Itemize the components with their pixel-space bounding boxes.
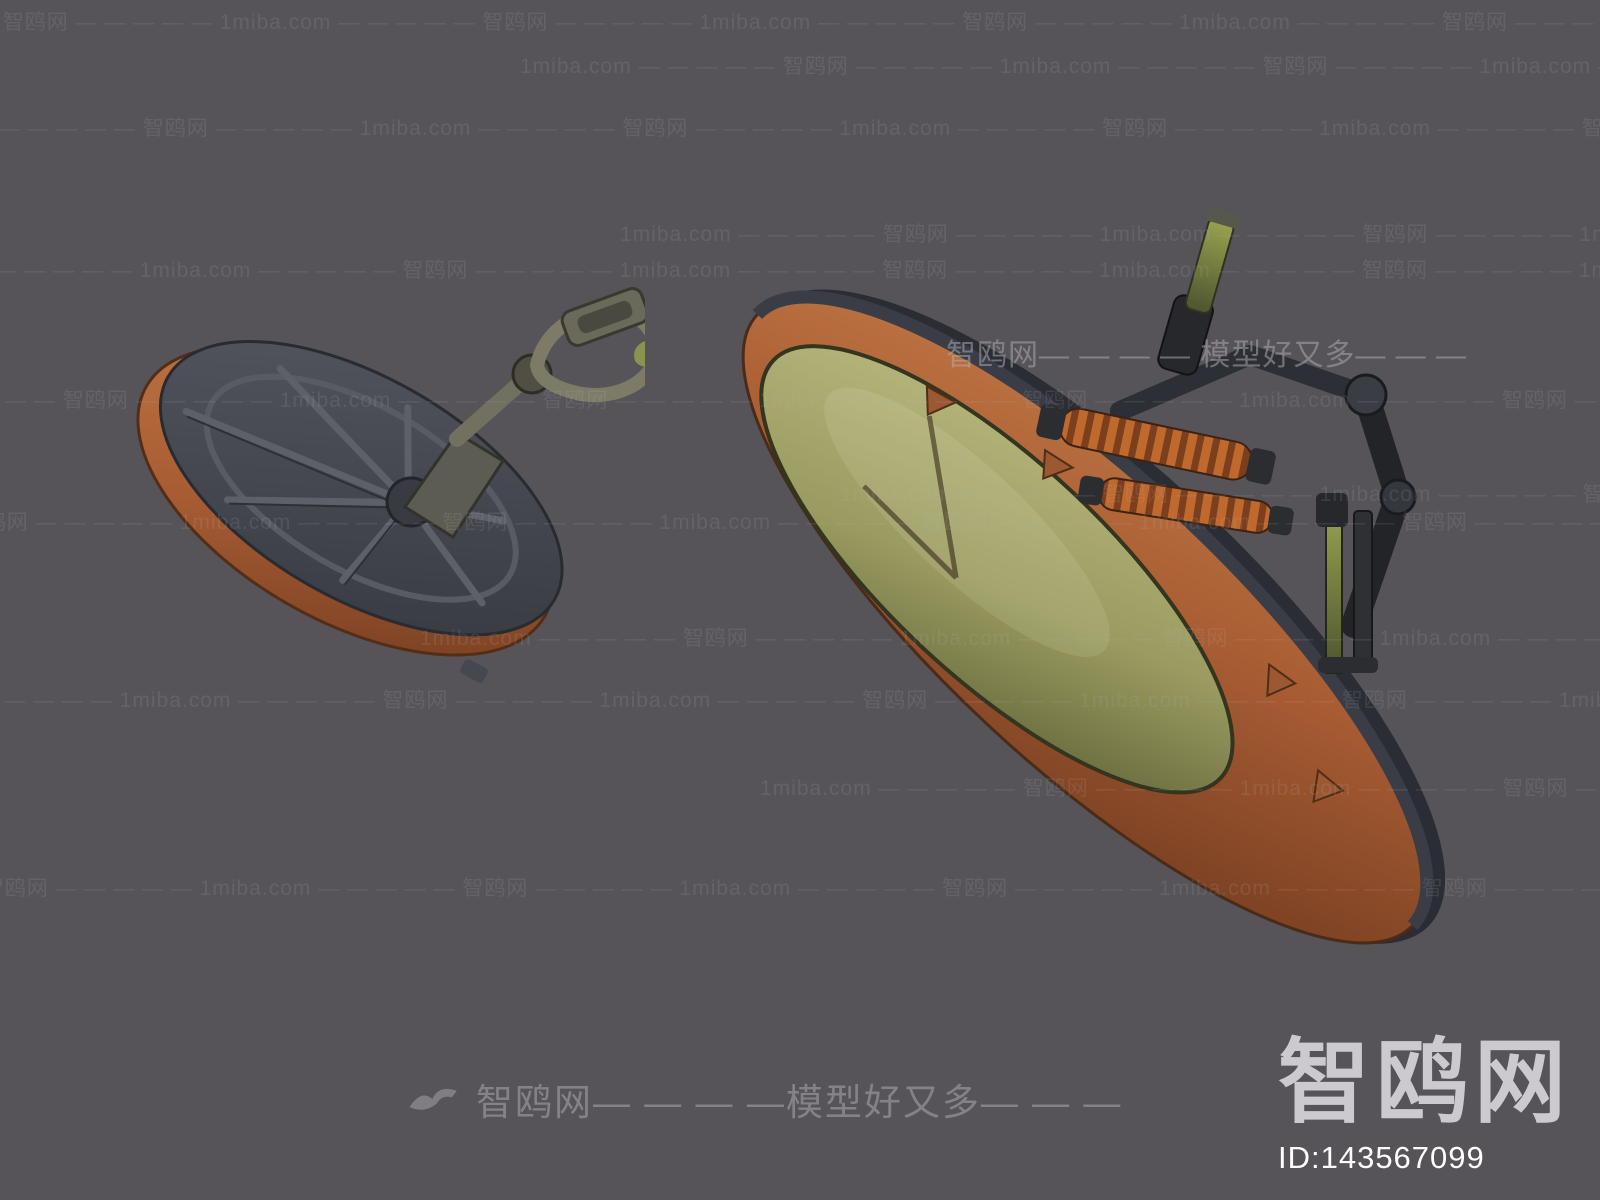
footer-watermark-text: 智鸥网— — — —模型好又多— — —	[476, 1082, 1123, 1123]
brand-logo-block: 智鸥网 ID:143567099	[1278, 1035, 1572, 1176]
model-id: ID:143567099	[1277, 1140, 1485, 1175]
arm-bracket	[402, 430, 506, 540]
elbow-joint-lower	[1379, 478, 1417, 516]
coil-spring-upper	[1036, 403, 1276, 485]
left-shield-arm	[402, 287, 645, 683]
arm-green-accent	[634, 341, 645, 367]
left-shield-back-face	[158, 340, 564, 637]
vertical-piston-dark	[1353, 510, 1373, 664]
glass-highlight	[824, 387, 1110, 657]
face-seam	[862, 415, 959, 580]
coil-spring-lower	[1077, 475, 1294, 536]
watermark-text: 1miba.com — — — — — 智鸥网 — — — — — 1miba.…	[520, 55, 1600, 78]
watermark-text: 1miba.com — — — — — 智鸥网 — — — — — 1miba.…	[0, 11, 1600, 34]
model-left-shield	[136, 287, 645, 683]
vertical-piston-green	[1325, 504, 1343, 674]
suspension-mechanism	[1036, 207, 1417, 674]
shield-glass-dome	[759, 344, 1235, 795]
bird-icon	[409, 1088, 457, 1110]
piston-cap	[1205, 207, 1242, 229]
mech-upper-link	[1110, 345, 1376, 421]
piston-foot	[1318, 657, 1378, 673]
elbow-joint-upper	[1344, 373, 1388, 417]
hydraulic-cylinder	[1157, 207, 1242, 376]
footer-watermark: 智鸥网— — — —模型好又多— — —	[408, 1072, 1122, 1126]
piston-rod	[1184, 217, 1235, 315]
site-logo: 智鸥网	[1277, 1032, 1572, 1135]
arm-top-strap-slot	[577, 300, 633, 334]
left-shield-bottom-clip	[460, 659, 488, 683]
left-shield-disc	[136, 340, 564, 657]
rim-cleats	[925, 384, 1345, 804]
left-shield-inner-ring	[203, 373, 519, 603]
piston-sleeve	[1316, 493, 1348, 527]
right-shield-disc	[741, 289, 1446, 945]
watermark-text: 1miba.com — — — — — 智鸥网 — — — — — 1miba.…	[0, 117, 1600, 140]
arm-link	[449, 369, 535, 447]
model-right-shield	[741, 207, 1446, 945]
